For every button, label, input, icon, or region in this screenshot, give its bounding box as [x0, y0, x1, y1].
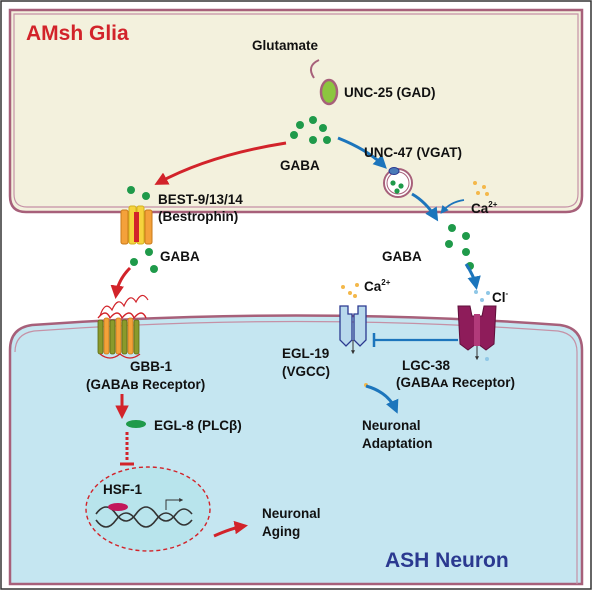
egl19-label-line1: EGL-19	[282, 346, 329, 361]
nucleus	[85, 466, 211, 552]
gbb1-label-line1: GBB-1	[130, 359, 172, 374]
glutamate-label: Glutamate	[252, 38, 319, 53]
unc25-label: UNC-25 (GAD)	[344, 85, 436, 100]
gbb1-receptor	[97, 294, 149, 359]
lgc38-channel	[457, 305, 497, 351]
arrow-gaba-to-vgat	[337, 136, 387, 169]
bestrophin-label-line2: (Bestrophin)	[158, 209, 238, 224]
lgc38-label-line1: LGC-38	[402, 358, 451, 373]
aging-label-line2: Aging	[262, 524, 300, 539]
lgc38-label-line2: (GABAᴀ Receptor)	[396, 375, 515, 390]
arrow-gaba-to-lgc38	[464, 263, 481, 290]
egl19-label-line2: (VGCC)	[282, 364, 330, 379]
unc47-vesicle	[383, 167, 413, 198]
arrow-hsf1-to-aging	[213, 520, 248, 538]
calcium-ions-glia	[473, 181, 489, 196]
arrow-to-adaptation	[365, 384, 399, 414]
chloride-label: Cl-	[492, 289, 509, 305]
gbb1-label-line2: (GABAʙ Receptor)	[86, 377, 205, 392]
egl8-enzyme	[126, 420, 146, 428]
inhibition-lgc38-egl19	[372, 333, 458, 347]
calcium-ions-neuron	[341, 283, 368, 387]
calcium-glia-label: Ca2+	[471, 200, 498, 216]
bestrophin-channel	[120, 205, 153, 245]
gaba-molecules-synapse-left	[130, 248, 158, 273]
hsf1-label: HSF-1	[103, 482, 142, 497]
egl19-channel	[339, 305, 367, 347]
hsf1-protein	[108, 503, 128, 511]
unc25-enzyme	[309, 59, 339, 106]
neuron-title: ASH Neuron	[385, 549, 509, 572]
gaba-molecules-glia-left	[127, 186, 150, 200]
egl8-label: EGL-8 (PLCβ)	[154, 418, 242, 433]
gaba-left-label: GABA	[160, 249, 200, 264]
gaba-center-label: GABA	[280, 158, 320, 173]
arrow-calcium-glia	[440, 199, 465, 214]
neuron-inner-membrane	[14, 320, 578, 584]
gaba-right-label: GABA	[382, 249, 422, 264]
adaptation-label-line2: Adaptation	[362, 436, 433, 451]
calcium-neuron-label: Ca2+	[364, 278, 391, 294]
arrow-vesicle-release	[411, 192, 439, 222]
glia-inner-membrane	[13, 13, 579, 208]
arrow-gaba-to-gbb1	[110, 266, 132, 300]
bestrophin-label-line1: BEST-9/13/14	[158, 192, 243, 207]
arrow-gaba-to-bestrophin	[154, 141, 287, 185]
inhibition-egl8-hsf1	[120, 432, 134, 466]
gaba-molecules-center	[290, 116, 331, 144]
aging-label-line1: Neuronal	[262, 506, 321, 521]
adaptation-label-line1: Neuronal	[362, 418, 421, 433]
glia-title: AMsh Glia	[26, 22, 129, 45]
chloride-ions	[474, 290, 490, 361]
glia-cell	[8, 8, 584, 214]
unc47-label: UNC-47 (VGAT)	[364, 145, 462, 160]
